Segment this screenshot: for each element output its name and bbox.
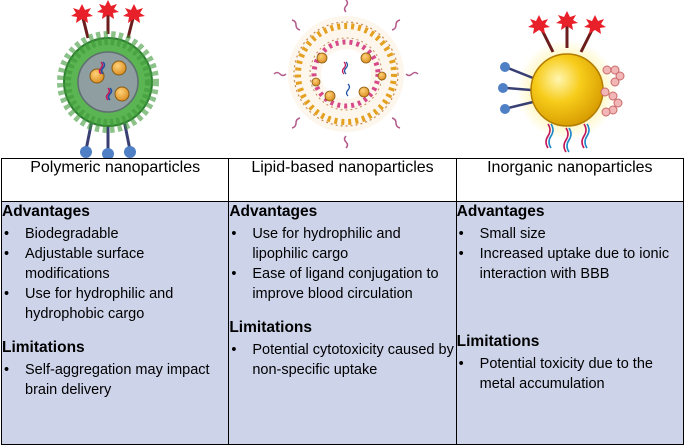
lipid-nanoparticle-icon	[273, 0, 419, 149]
inorganic-nanoparticle-icon	[498, 11, 625, 153]
advantages-heading: Advantages	[229, 203, 318, 220]
list-item: Adjustable surface modifications	[2, 244, 228, 284]
illustrations	[57, 0, 625, 158]
limitations-heading: Limitations	[229, 319, 312, 336]
list-item: Use for hydrophilic and hydrophobic carg…	[2, 284, 228, 324]
list-item: Small size	[457, 224, 683, 244]
list-item: Increased uptake due to ionic interactio…	[457, 244, 683, 284]
advantages-list: Biodegradable Adjustable surface modific…	[2, 224, 228, 324]
list-item: Potential toxicity due to the metal accu…	[457, 354, 683, 394]
cell-inorganic: Advantages Small size Increased uptake d…	[455, 201, 685, 445]
advantages-heading: Advantages	[456, 203, 545, 220]
list-item: Use for hydrophilic and lipophilic cargo	[229, 224, 455, 264]
cell-lipid: Advantages Use for hydrophilic and lipop…	[228, 201, 457, 445]
limitations-list: Potential toxicity due to the metal accu…	[457, 354, 683, 394]
header-lipid: Lipid-based nanoparticles	[228, 158, 457, 202]
list-item: Self-aggregation may impact brain delive…	[2, 360, 228, 400]
limitations-heading: Limitations	[2, 339, 85, 356]
limitations-list: Potential cytotoxicity caused by non-spe…	[229, 340, 455, 380]
list-item: Ease of ligand conjugation to improve bl…	[229, 264, 455, 304]
table-body-row: Advantages Biodegradable Adjustable surf…	[0, 201, 685, 445]
advantages-heading: Advantages	[2, 203, 90, 220]
list-item: Biodegradable	[2, 224, 228, 244]
polymeric-nanoparticle-icon	[57, 0, 159, 158]
header-polymeric: Polymeric nanoparticles	[0, 158, 230, 202]
header-inorganic: Inorganic nanoparticles	[455, 158, 685, 202]
list-item: Potential cytotoxicity caused by non-spe…	[229, 340, 455, 380]
table-header-row: Polymeric nanoparticles Lipid-based nano…	[0, 158, 685, 202]
comparison-table: Polymeric nanoparticles Lipid-based nano…	[0, 158, 685, 445]
cell-polymeric: Advantages Biodegradable Adjustable surf…	[0, 201, 230, 445]
limitations-heading: Limitations	[456, 333, 540, 350]
advantages-list: Small size Increased uptake due to ionic…	[457, 224, 683, 284]
advantages-list: Use for hydrophilic and lipophilic cargo…	[229, 224, 455, 304]
limitations-list: Self-aggregation may impact brain delive…	[2, 360, 228, 400]
